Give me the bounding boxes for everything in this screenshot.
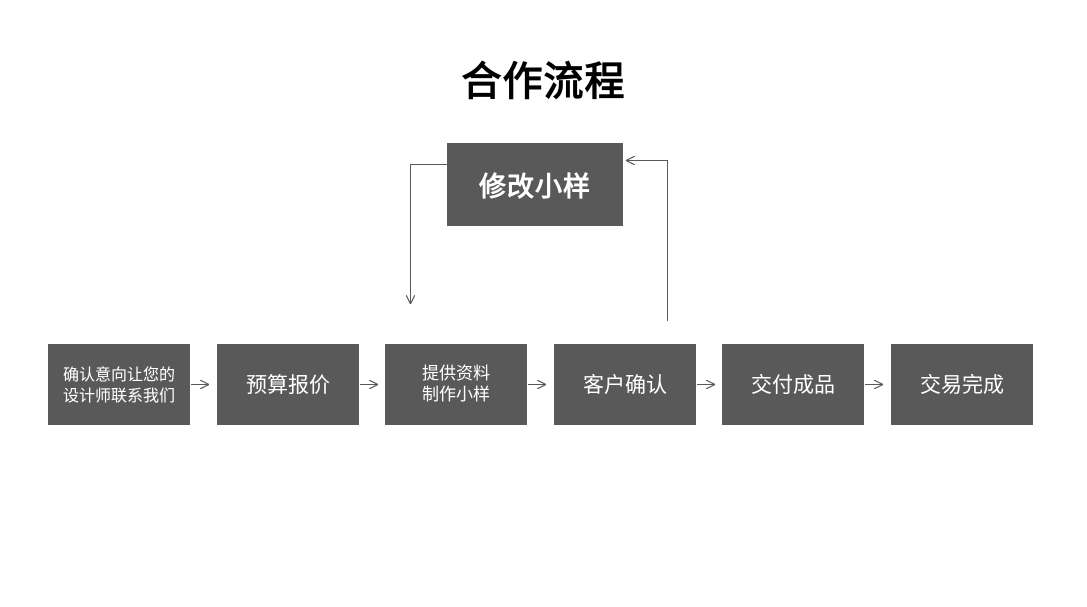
revise-sample-label: 修改小样 [479, 172, 591, 203]
step-deliver: 交付成品 [722, 344, 864, 425]
step-customer-confirm-label: 客户确认 [583, 372, 667, 397]
step-confirm-intent: 确认意向让您的 设计师联系我们 [48, 344, 190, 425]
step-provide-materials-line2: 制作小样 [422, 384, 490, 405]
step-provide-materials-line1: 提供资料 [422, 363, 490, 384]
arrow-confirm-to-revise [627, 161, 668, 321]
step-customer-confirm: 客户确认 [554, 344, 696, 425]
arrow-revise-to-sample [411, 164, 447, 304]
page-title: 合作流程 [461, 59, 626, 105]
revise-sample-box: 修改小样 [447, 143, 623, 226]
step-confirm-intent-line1: 确认意向让您的 [62, 364, 175, 384]
step-quote-label: 预算报价 [246, 372, 330, 397]
step-complete: 交易完成 [891, 344, 1033, 425]
step-quote: 预算报价 [217, 344, 359, 425]
step-provide-materials: 提供资料 制作小样 [385, 344, 527, 425]
step-confirm-intent-line2: 设计师联系我们 [62, 385, 175, 405]
step-complete-label: 交易完成 [920, 372, 1004, 397]
step-deliver-label: 交付成品 [751, 372, 835, 397]
